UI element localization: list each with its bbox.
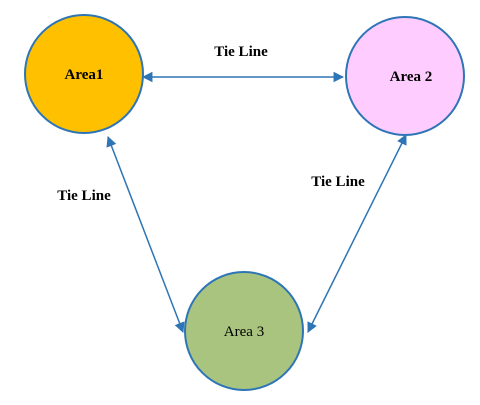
area-3-node: Area 3 (184, 271, 304, 391)
tie-line-1-2-label: Tie Line (214, 44, 268, 60)
tie-line-1-3-connector (106, 136, 185, 333)
area-1-label: Area1 (65, 67, 104, 83)
tie-line-2-3-label: Tie Line (311, 174, 365, 190)
area-3-label: Area 3 (224, 324, 264, 340)
area-2-node: Area 2 (345, 16, 465, 136)
tie-line-2-3-connector (307, 134, 407, 333)
tie-line-1-3-label: Tie Line (57, 188, 111, 204)
area-2-circle (345, 16, 465, 136)
area-2-label: Area 2 (390, 69, 433, 85)
area-1-node: Area1 (24, 14, 144, 134)
area-1-circle (24, 14, 144, 134)
area-3-circle (184, 271, 304, 391)
